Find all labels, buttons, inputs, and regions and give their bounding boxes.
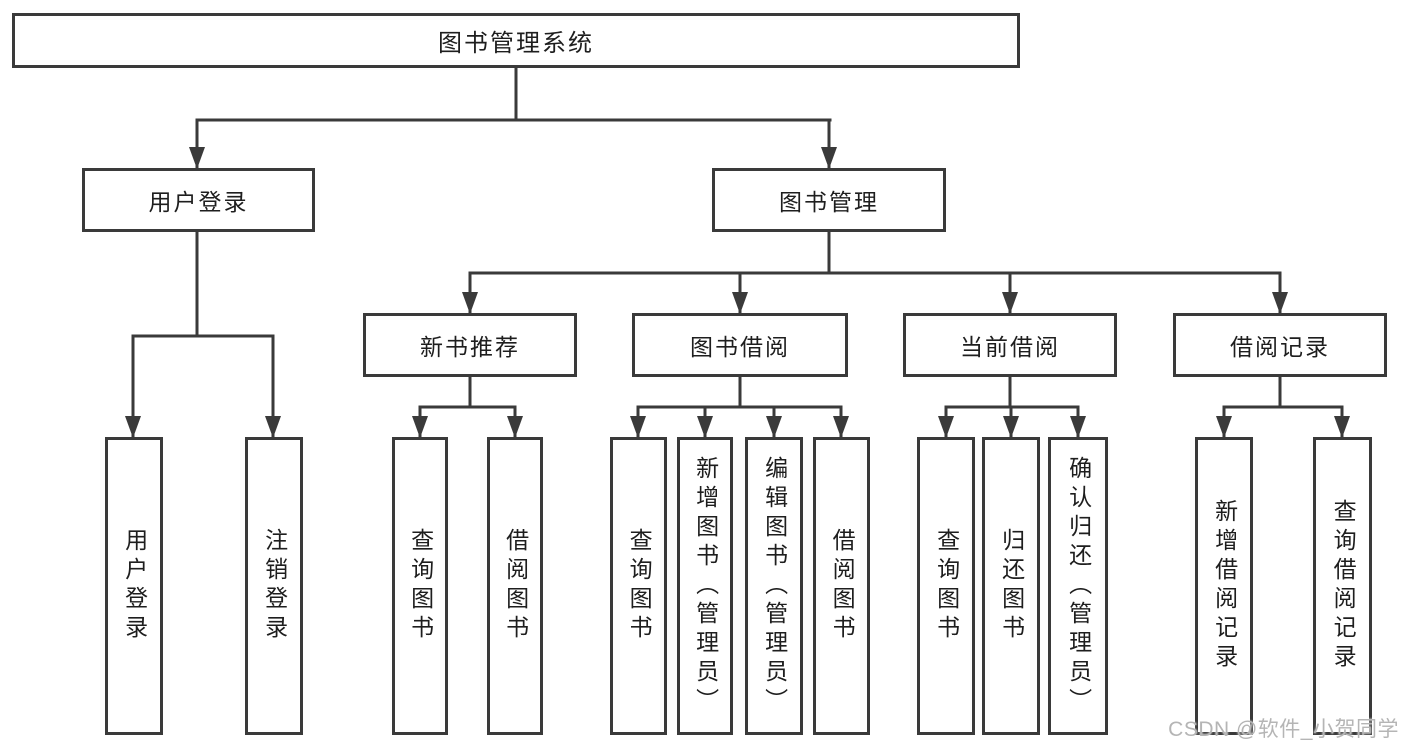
leaf-logout-login: 注销登录: [245, 437, 303, 735]
leaf-query-books-recommend-label: 查询图书: [407, 528, 434, 644]
leaf-return-books: 归还图书: [982, 437, 1040, 735]
leaf-edit-book-admin-label: 编辑图书（管理员）: [761, 455, 788, 717]
leaf-borrow-books-recommend: 借阅图书: [487, 437, 543, 735]
leaf-query-books-current: 查询图书: [917, 437, 975, 735]
leaf-query-books-borrowing-label: 查询图书: [626, 528, 653, 644]
leaf-query-books-current-label: 查询图书: [933, 528, 960, 644]
watermark: CSDN @软件_小贺同学: [1168, 718, 1399, 741]
leaf-borrow-books-recommend-label: 借阅图书: [502, 528, 529, 644]
node-user-login: 用户登录: [82, 168, 315, 232]
leaf-borrow-books-borrowing-label: 借阅图书: [829, 528, 856, 644]
leaf-edit-book-admin: 编辑图书（管理员）: [745, 437, 803, 735]
leaf-add-borrow-record: 新增借阅记录: [1195, 437, 1253, 735]
node-new-book-recommendation: 新书推荐: [363, 313, 577, 377]
leaf-confirm-return-admin-label: 确认归还（管理员）: [1065, 455, 1092, 717]
leaf-query-borrow-record-label: 查询借阅记录: [1330, 499, 1357, 673]
leaf-user-login: 用户登录: [105, 437, 163, 735]
leaf-query-borrow-record: 查询借阅记录: [1313, 437, 1372, 735]
leaf-query-books-borrowing: 查询图书: [610, 437, 667, 735]
node-library-management-system: 图书管理系统: [12, 13, 1020, 68]
leaf-query-books-recommend: 查询图书: [392, 437, 448, 735]
leaf-borrow-books-borrowing: 借阅图书: [813, 437, 870, 735]
leaf-confirm-return-admin: 确认归还（管理员）: [1048, 437, 1108, 735]
node-book-borrowing: 图书借阅: [632, 313, 848, 377]
node-book-management: 图书管理: [712, 168, 946, 232]
node-current-borrowing: 当前借阅: [903, 313, 1117, 377]
leaf-add-borrow-record-label: 新增借阅记录: [1211, 499, 1238, 673]
leaf-return-books-label: 归还图书: [998, 528, 1025, 644]
leaf-logout-login-label: 注销登录: [261, 528, 288, 644]
leaf-add-book-admin: 新增图书（管理员）: [677, 437, 733, 735]
leaf-user-login-label: 用户登录: [121, 528, 148, 644]
edge-group: [125, 66, 1350, 440]
node-borrowing-records: 借阅记录: [1173, 313, 1387, 377]
leaf-add-book-admin-label: 新增图书（管理员）: [692, 455, 719, 717]
